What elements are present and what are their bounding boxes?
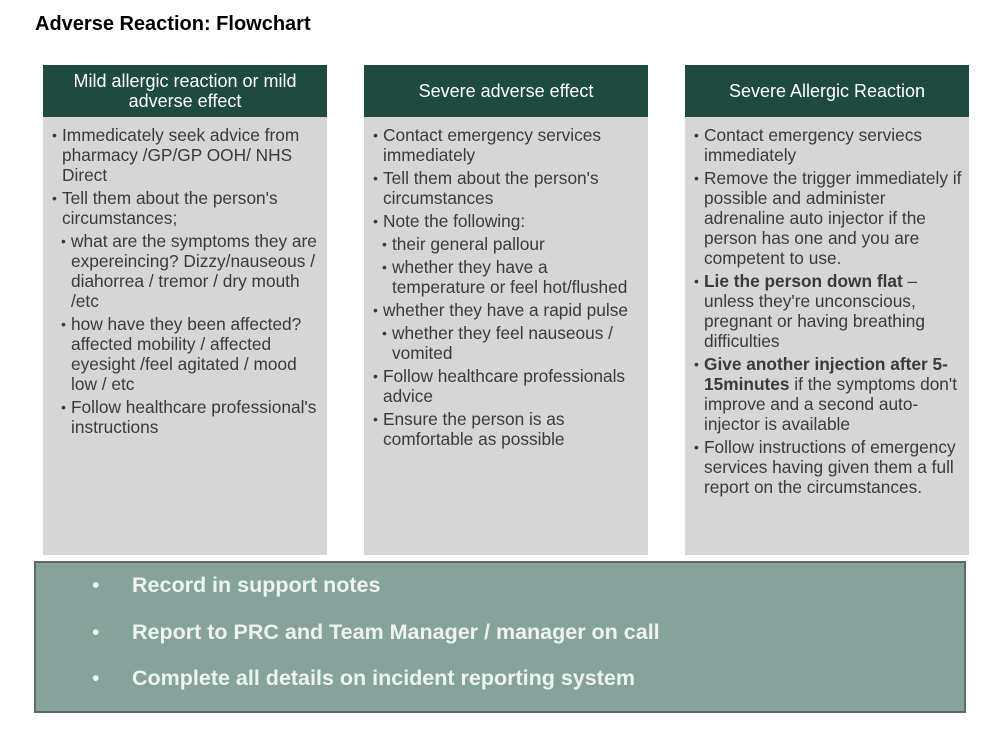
list-item: Note the following: bbox=[373, 211, 642, 231]
emphasis-text: Give another injection after 5-15minutes bbox=[704, 354, 948, 394]
follow-up-actions-box: • Record in support notes • Report to PRC … bbox=[34, 561, 966, 713]
page-title: Adverse Reaction: Flowchart bbox=[35, 13, 311, 35]
list-subitem: what are the symptoms they are expereinc… bbox=[52, 231, 321, 311]
column-mild-reaction: Mild allergic reaction or mild adverse e… bbox=[43, 65, 327, 555]
column-header-severe-adverse: Severe adverse effect bbox=[364, 65, 648, 117]
emphasis-text: Lie the person down flat bbox=[704, 271, 903, 291]
item-text: if the symptoms don't improve and a seco… bbox=[704, 374, 958, 434]
column-body-mild: Immedicately seek advice from pharmacy /… bbox=[43, 117, 327, 437]
list-subitem: how have they been affected? affected mo… bbox=[52, 314, 321, 394]
footer-item-report-manager: • Report to PRC and Team Manager / manage… bbox=[92, 620, 660, 645]
column-header-mild: Mild allergic reaction or mild adverse e… bbox=[43, 65, 327, 117]
list-subitem: whether they have a temperature or feel … bbox=[373, 257, 642, 297]
list-item: Tell them about the person's circumstanc… bbox=[373, 168, 642, 208]
list-item: Follow instructions of emergency service… bbox=[694, 437, 963, 497]
list-item: whether they have a rapid pulse bbox=[373, 300, 642, 320]
column-severe-allergic-reaction: Severe Allergic Reaction Contact emergen… bbox=[685, 65, 969, 555]
column-body-severe-adverse: Contact emergency services immediately T… bbox=[364, 117, 648, 449]
footer-item-label: Report to PRC and Team Manager / manager… bbox=[132, 620, 660, 644]
list-subitem: Follow healthcare professional's instruc… bbox=[52, 397, 321, 437]
list-subitem: their general pallour bbox=[373, 234, 642, 254]
item-text: – unless they're unconscious, pregnant o… bbox=[704, 271, 925, 351]
footer-item-record-notes: • Record in support notes bbox=[92, 573, 380, 598]
bullet-icon: • bbox=[92, 666, 100, 690]
list-item: Remove the trigger immediately if possib… bbox=[694, 168, 963, 268]
list-item: Give another injection after 5-15minutes… bbox=[694, 354, 963, 434]
bullet-icon: • bbox=[92, 573, 100, 597]
list-subitem: whether they feel nauseous / vomited bbox=[373, 323, 642, 363]
column-header-severe-allergic: Severe Allergic Reaction bbox=[685, 65, 969, 117]
footer-item-label: Record in support notes bbox=[132, 573, 381, 597]
list-item: Contact emergency serviecs immediately bbox=[694, 125, 963, 165]
footer-item-label: Complete all details on incident reporti… bbox=[132, 666, 635, 690]
footer-item-incident-system: • Complete all details on incident report… bbox=[92, 666, 635, 691]
list-item: Ensure the person is as comfortable as p… bbox=[373, 409, 642, 449]
list-item: Immedicately seek advice from pharmacy /… bbox=[52, 125, 321, 185]
column-severe-adverse-effect: Severe adverse effect Contact emergency … bbox=[364, 65, 648, 555]
list-item: Contact emergency services immediately bbox=[373, 125, 642, 165]
list-item: Tell them about the person's circumstanc… bbox=[52, 188, 321, 228]
column-body-severe-allergic: Contact emergency serviecs immediately R… bbox=[685, 117, 969, 497]
list-item: Lie the person down flat – unless they'r… bbox=[694, 271, 963, 351]
list-item: Follow healthcare professionals advice bbox=[373, 366, 642, 406]
bullet-icon: • bbox=[92, 620, 100, 644]
